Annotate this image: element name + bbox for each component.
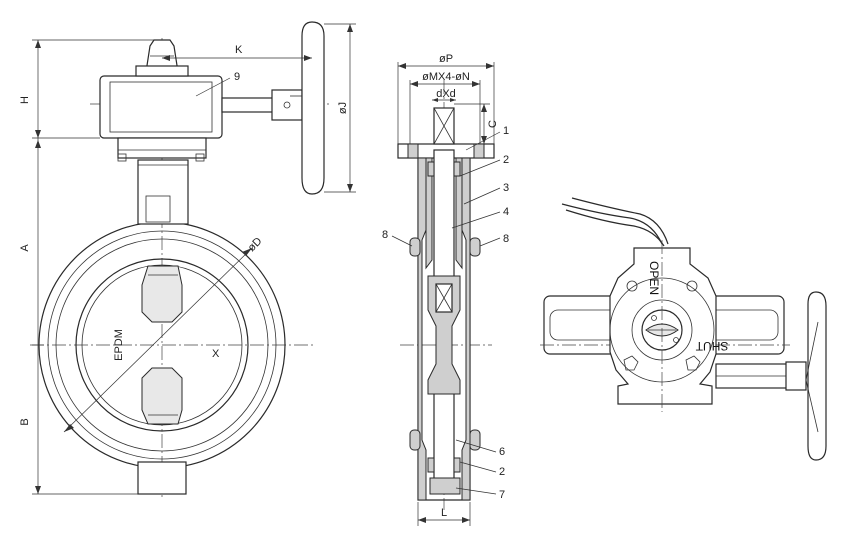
side-section-view: øP øMX4-øN dXd C L 1 2 3 4 8 8 6 2 7 [382,53,509,526]
seat-ring [75,258,249,432]
part-label-4: 4 [503,206,509,218]
dim-label-c: C [487,120,499,128]
handwheel-front [301,21,325,195]
dim-label-a: A [19,244,31,252]
bottom-plug [429,477,461,495]
dim-label-h: H [19,96,31,104]
handwheel-top [807,291,827,461]
part-label-3: 3 [503,182,509,194]
body-bottom-stub [137,461,187,495]
dim-label-j: øJ [337,102,349,114]
dim-label-l: L [441,507,447,519]
part-label-1: 1 [503,125,509,137]
stem [433,149,455,279]
part-label-8-right: 8 [503,233,509,245]
disc-lower-hub [141,367,183,425]
actuator-top-view: OPEN SHUT [540,197,827,461]
disc-upper-hub [141,265,183,323]
open-label: OPEN [647,261,661,295]
o-ring-left [409,237,421,257]
o-ring-right [469,237,481,257]
front-view: K H A B øD øJ 9 EPDM X [19,21,356,500]
part-label-2-lower: 2 [499,466,505,478]
part-label-6: 6 [499,446,505,458]
housing-bolt-1 [626,280,638,292]
gearbox-housing [99,75,223,139]
body-section-right [461,157,471,501]
seat-material-label: EPDM [113,329,125,361]
shut-label: SHUT [695,339,728,353]
dim-label-mxn: øMX4-øN [422,71,470,83]
dim-label-b: B [19,418,31,425]
part-label-2-upper: 2 [503,154,509,166]
center-mark-label: X [212,348,220,360]
dim-label-k: K [235,44,243,56]
dim-label-dxd: dXd [436,88,456,100]
part-label-9: 9 [234,71,240,83]
housing-bolt-2 [686,280,698,292]
part-label-8-left: 8 [382,229,388,241]
body-neck [137,159,189,225]
shaft-coupling [271,89,303,121]
part-label-7: 7 [499,489,505,501]
dim-label-p: øP [439,53,453,65]
